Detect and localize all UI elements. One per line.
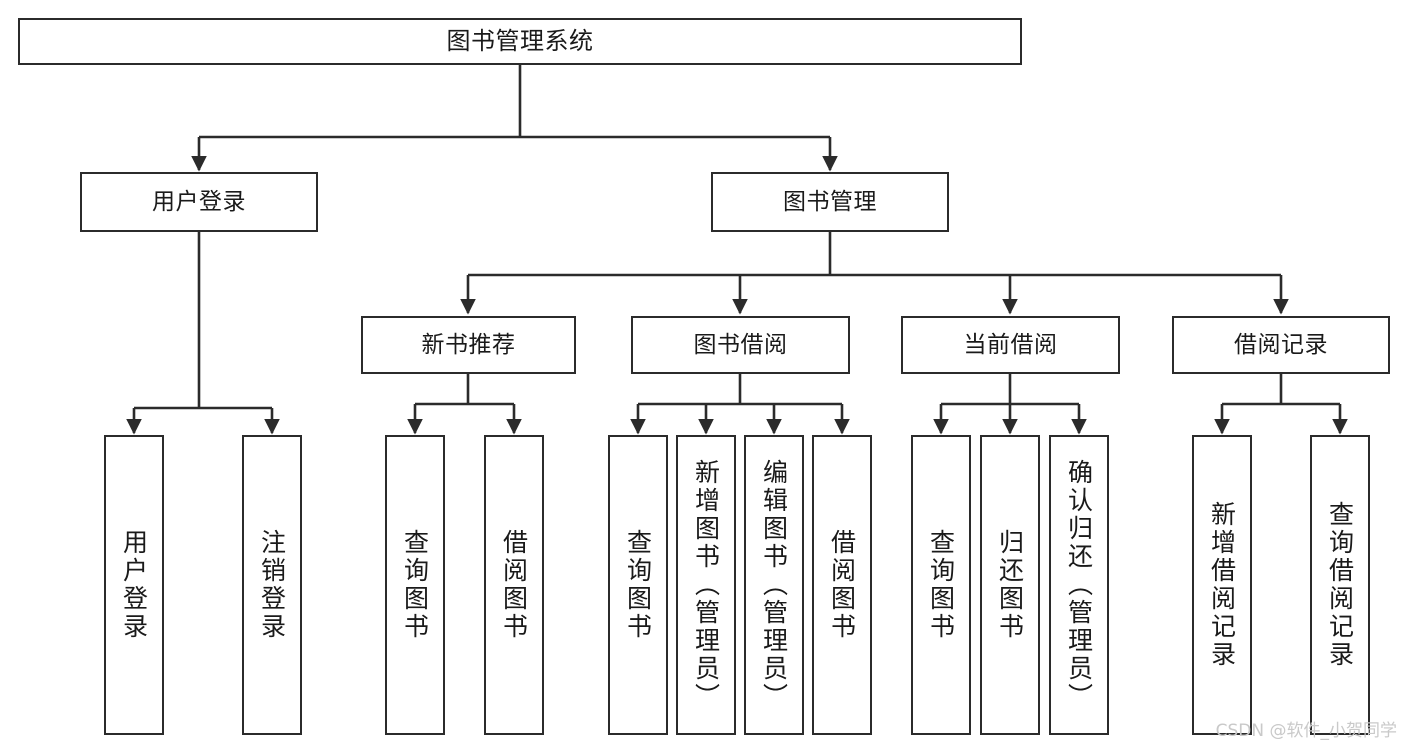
- node-book-management[interactable]: 图书管理: [711, 172, 949, 232]
- node-leaf-add-record[interactable]: 新增借阅记录: [1192, 435, 1252, 735]
- node-leaf-user-login[interactable]: 用户登录: [104, 435, 164, 735]
- node-leaf-query-book-3-label: 查询图书: [926, 529, 956, 641]
- node-leaf-add-book-label: 新增图书（管理员）: [691, 459, 721, 711]
- node-leaf-query-record-label: 查询借阅记录: [1325, 501, 1355, 669]
- node-leaf-borrow-book-2-label: 借阅图书: [827, 529, 857, 641]
- node-user-login-label: 用户登录: [152, 188, 246, 215]
- node-user-login[interactable]: 用户登录: [80, 172, 318, 232]
- node-leaf-confirm-return-label: 确认归还（管理员）: [1064, 459, 1094, 711]
- node-root[interactable]: 图书管理系统: [18, 18, 1022, 65]
- node-leaf-borrow-book-2[interactable]: 借阅图书: [812, 435, 872, 735]
- node-leaf-edit-book-label: 编辑图书（管理员）: [759, 459, 789, 711]
- node-new-book-recommend-label: 新书推荐: [421, 331, 516, 358]
- node-leaf-query-book-2-label: 查询图书: [623, 529, 653, 641]
- node-leaf-borrow-book-1[interactable]: 借阅图书: [484, 435, 544, 735]
- node-leaf-return-book[interactable]: 归还图书: [980, 435, 1040, 735]
- node-leaf-logout-label: 注销登录: [257, 529, 287, 641]
- node-leaf-user-login-label: 用户登录: [119, 529, 149, 641]
- node-book-borrow-label: 图书借阅: [693, 331, 788, 358]
- node-leaf-query-record[interactable]: 查询借阅记录: [1310, 435, 1370, 735]
- node-leaf-return-book-label: 归还图书: [995, 529, 1025, 641]
- node-leaf-query-book-3[interactable]: 查询图书: [911, 435, 971, 735]
- node-borrow-record[interactable]: 借阅记录: [1172, 316, 1390, 374]
- node-leaf-add-record-label: 新增借阅记录: [1207, 501, 1237, 669]
- node-leaf-add-book[interactable]: 新增图书（管理员）: [676, 435, 736, 735]
- node-leaf-query-book-1-label: 查询图书: [400, 529, 430, 641]
- node-leaf-edit-book[interactable]: 编辑图书（管理员）: [744, 435, 804, 735]
- node-leaf-query-book-2[interactable]: 查询图书: [608, 435, 668, 735]
- node-root-label: 图书管理系统: [446, 26, 594, 55]
- node-book-borrow[interactable]: 图书借阅: [631, 316, 850, 374]
- node-book-management-label: 图书管理: [783, 188, 877, 215]
- node-borrow-record-label: 借阅记录: [1234, 331, 1328, 358]
- node-leaf-logout[interactable]: 注销登录: [242, 435, 302, 735]
- node-current-borrow-label: 当前借阅: [963, 331, 1058, 358]
- node-leaf-query-book-1[interactable]: 查询图书: [385, 435, 445, 735]
- node-leaf-confirm-return[interactable]: 确认归还（管理员）: [1049, 435, 1109, 735]
- node-new-book-recommend[interactable]: 新书推荐: [361, 316, 576, 374]
- watermark: CSDN @软件_小贺同学: [1215, 721, 1397, 741]
- node-current-borrow[interactable]: 当前借阅: [901, 316, 1120, 374]
- node-leaf-borrow-book-1-label: 借阅图书: [499, 529, 529, 641]
